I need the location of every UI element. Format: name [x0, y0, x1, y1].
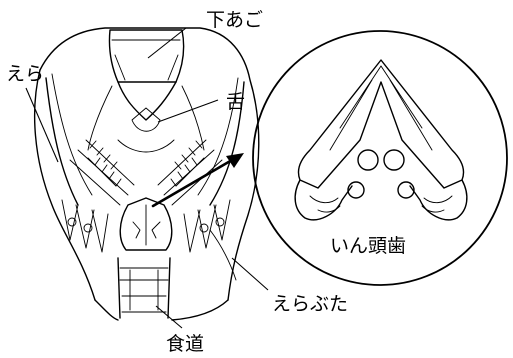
label-esophagus: 食道	[166, 333, 204, 355]
esophagus-leader	[156, 306, 182, 328]
label-operculum: えらぶた	[272, 293, 348, 315]
label-lower-jaw: 下あご	[206, 9, 263, 31]
fish-head-illustration	[35, 28, 259, 320]
lower-jaw-leader	[148, 28, 186, 58]
tongue-shape	[118, 82, 176, 120]
label-gills: えら	[6, 63, 44, 85]
esophagus-shape	[118, 258, 170, 318]
tongue-leader	[158, 100, 218, 122]
operculum-leader	[232, 258, 268, 290]
label-tongue: 舌	[226, 91, 245, 113]
label-pharyngeal-teeth: いん頭歯	[330, 235, 406, 257]
leader-lines	[26, 28, 268, 328]
lower-jaw-shape	[109, 30, 183, 82]
magnify-arrow	[153, 153, 244, 206]
